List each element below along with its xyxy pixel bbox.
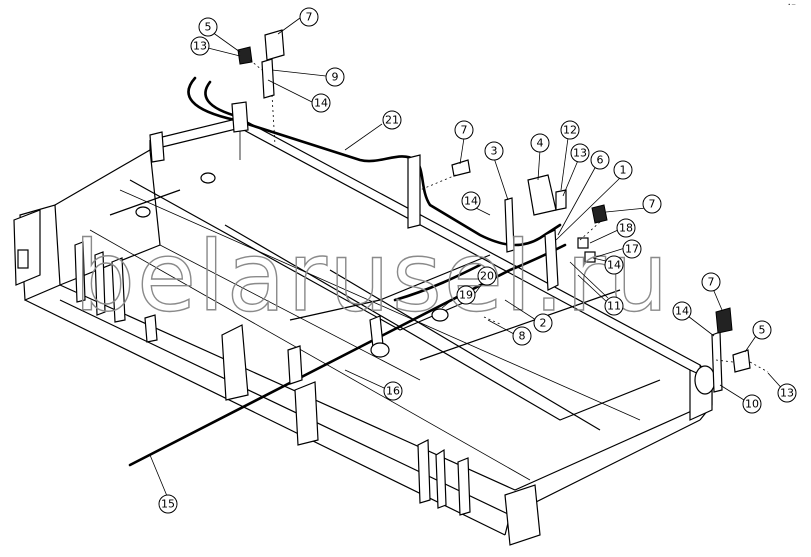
svg-text:21: 21 <box>385 114 399 127</box>
callout-14-far: 14 <box>672 301 692 321</box>
sensor-7-far <box>715 307 733 334</box>
callout-11: 11 <box>604 296 624 316</box>
svg-text:4: 4 <box>537 137 544 150</box>
bracket-front-3 <box>457 457 471 516</box>
bracket-left-2 <box>94 251 106 316</box>
svg-text:16: 16 <box>386 385 400 398</box>
bracket-front-1 <box>417 439 431 504</box>
callout-2: 2 <box>533 313 553 333</box>
callout-16: 16 <box>383 381 403 401</box>
callout-14-mid: 14 <box>461 191 481 211</box>
bracket-top-1 <box>407 154 421 229</box>
callout-3: 3 <box>484 141 504 161</box>
callout-13-mid: 13 <box>570 143 590 163</box>
svg-text:14: 14 <box>464 195 478 208</box>
svg-text:1: 1 <box>620 164 627 177</box>
bracket-left-1 <box>74 241 86 303</box>
callout-20: 20 <box>477 266 497 286</box>
sensor-7-top <box>264 29 285 61</box>
sensor-7-mid <box>451 159 471 177</box>
svg-text:14: 14 <box>607 259 621 272</box>
bracket-front-2 <box>435 448 447 509</box>
callout-4: 4 <box>530 133 550 153</box>
svg-text:15: 15 <box>161 498 175 511</box>
svg-text:13: 13 <box>573 147 587 160</box>
svg-text:5: 5 <box>759 324 766 337</box>
svg-text:19: 19 <box>459 289 473 302</box>
corner-mark: • — <box>788 2 796 7</box>
part-5-block <box>732 349 751 373</box>
callout-13-far: 13 <box>777 383 797 403</box>
callout-7-top: 7 <box>299 7 319 27</box>
callout-18: 18 <box>616 218 636 238</box>
callout-15: 15 <box>158 494 178 514</box>
svg-text:5: 5 <box>205 21 212 34</box>
callout-21: 21 <box>382 110 402 130</box>
svg-text:7: 7 <box>461 124 468 137</box>
svg-text:13: 13 <box>193 40 207 53</box>
svg-text:12: 12 <box>563 124 577 137</box>
svg-text:20: 20 <box>480 270 494 283</box>
callout-17: 17 <box>622 239 642 259</box>
callout-6: 6 <box>590 150 610 170</box>
callout-10: 10 <box>742 394 762 414</box>
callout-14-top: 14 <box>311 93 331 113</box>
fastener-paths <box>249 59 769 373</box>
callout-5-top: 5 <box>198 17 218 37</box>
callouts: 5 7 13 9 14 21 7 3 4 12 13 6 1 14 7 18 1… <box>158 7 797 514</box>
svg-text:10: 10 <box>745 398 759 411</box>
callout-1: 1 <box>613 160 633 180</box>
callout-5-far: 5 <box>752 320 772 340</box>
watermark: belarusel.ru <box>74 221 670 333</box>
callout-7-far: 7 <box>701 272 721 292</box>
svg-text:17: 17 <box>625 243 639 256</box>
callout-19: 19 <box>456 285 476 305</box>
part-3-strip <box>504 197 515 253</box>
callout-9: 9 <box>325 67 345 87</box>
callout-7-right: 7 <box>642 194 662 214</box>
bracket-mid-2 <box>294 381 319 446</box>
svg-text:9: 9 <box>332 71 339 84</box>
callout-14-right: 14 <box>604 255 624 275</box>
svg-text:7: 7 <box>649 198 656 211</box>
svg-text:7: 7 <box>306 11 313 24</box>
bracket-top-2 <box>231 101 249 133</box>
svg-text:18: 18 <box>619 222 633 235</box>
main-frame <box>13 117 713 546</box>
callout-12: 12 <box>560 120 580 140</box>
bracket-mid-tab <box>144 314 158 343</box>
svg-text:7: 7 <box>708 276 715 289</box>
svg-text:14: 14 <box>675 305 689 318</box>
svg-text:6: 6 <box>597 154 604 167</box>
part-1-arm <box>544 229 559 291</box>
svg-text:8: 8 <box>519 330 526 343</box>
bracket-center-2 <box>287 345 303 385</box>
part-10-strip <box>711 331 723 393</box>
callout-7-mid: 7 <box>454 120 474 140</box>
bracket-mid-1 <box>221 324 249 401</box>
callout-8: 8 <box>512 326 532 346</box>
svg-text:2: 2 <box>540 317 547 330</box>
part-9-strip <box>261 58 275 99</box>
svg-text:3: 3 <box>491 145 498 158</box>
svg-text:13: 13 <box>780 387 794 400</box>
callout-13-top: 13 <box>190 36 210 56</box>
part-5-top <box>237 46 253 65</box>
svg-text:11: 11 <box>607 300 621 313</box>
rollers <box>135 172 716 395</box>
part-4-plate <box>527 174 557 216</box>
bracket-left-3 <box>111 257 126 323</box>
sensor-parts-right <box>237 29 751 393</box>
sensor-7-right <box>591 204 608 224</box>
brackets <box>74 101 471 516</box>
bracket-rear <box>149 131 165 163</box>
svg-text:14: 14 <box>314 97 328 110</box>
